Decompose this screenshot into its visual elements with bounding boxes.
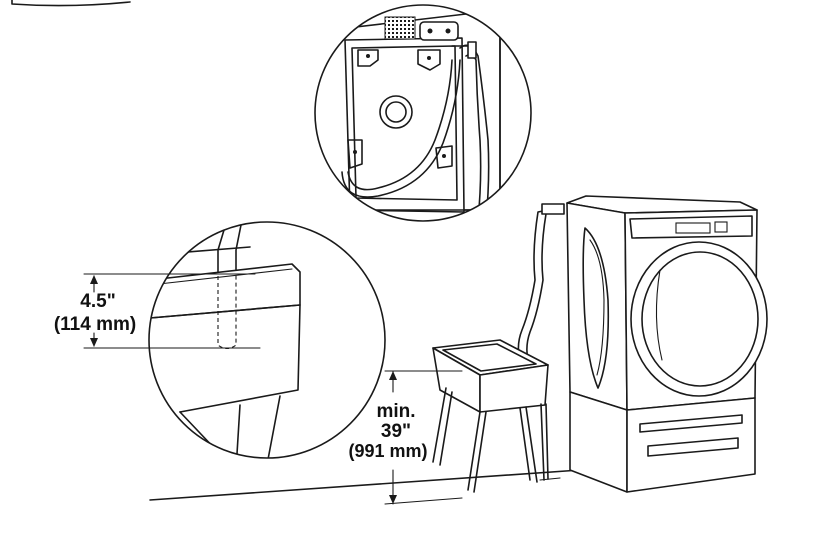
tub-height-label-inches: 39"	[381, 421, 411, 442]
washer	[566, 195, 768, 493]
laundry-tub	[432, 339, 549, 493]
drain-hose	[517, 203, 565, 361]
washer-rear-callout	[314, 4, 532, 222]
standpipe-detail-callout	[83, 221, 386, 459]
floor-line	[149, 469, 581, 501]
tub-height-label-mm: (991 mm)	[348, 441, 427, 461]
cropped-fragment	[11, 0, 131, 7]
tub-height-dimension	[384, 370, 463, 505]
tub-height-label-min: min.	[376, 401, 415, 422]
standpipe-depth-label-inches: 4.5"	[80, 291, 115, 312]
standpipe-depth-label-mm: (114 mm)	[54, 314, 136, 335]
